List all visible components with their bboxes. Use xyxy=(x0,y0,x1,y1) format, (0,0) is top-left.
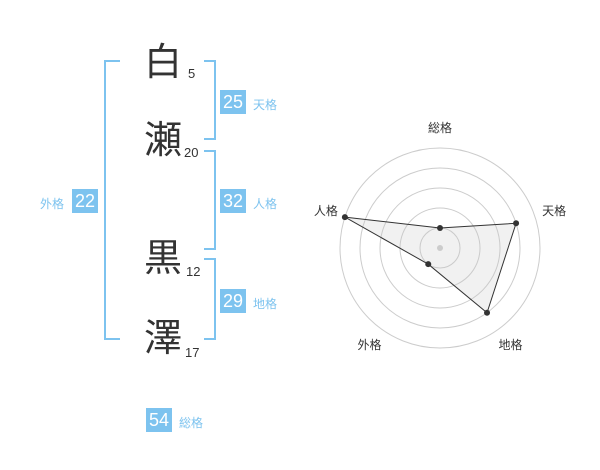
gaikaku-bracket xyxy=(104,60,120,340)
radar-center-dot xyxy=(437,245,443,251)
chikaku-bracket xyxy=(204,258,216,340)
jinkaku-label: 人格 xyxy=(253,197,278,211)
stroke-count-3: 12 xyxy=(186,264,201,279)
kanji-3: 黒 xyxy=(144,236,183,280)
jinkaku-value: 32 xyxy=(220,189,247,213)
gaikaku-value: 22 xyxy=(72,189,99,213)
radar-ring xyxy=(339,147,541,349)
radar-axis-label: 外格 xyxy=(357,337,381,352)
soukaku-value: 54 xyxy=(146,408,173,432)
jinkaku-bracket xyxy=(204,150,216,250)
radar-ring xyxy=(379,187,501,309)
radar-axis-label: 天格 xyxy=(542,203,566,218)
radar-ring xyxy=(359,167,521,329)
radar-point xyxy=(484,309,491,316)
radar-point xyxy=(341,214,348,221)
radar-axis-label: 総格 xyxy=(428,120,452,135)
radar-points xyxy=(341,214,520,316)
gaikaku-label: 外格 xyxy=(40,197,65,211)
radar-point xyxy=(425,261,432,268)
tenkaku-value: 25 xyxy=(220,90,247,114)
radar-axis-label: 人格 xyxy=(314,203,338,218)
tenkaku-label: 天格 xyxy=(253,98,278,112)
radar-grid xyxy=(339,147,541,349)
kanji-1: 白 xyxy=(144,40,183,84)
chikaku-value: 29 xyxy=(220,289,247,313)
stroke-count-2: 20 xyxy=(184,145,199,160)
soukaku-label: 総格 xyxy=(179,416,204,430)
radar-point xyxy=(437,225,443,231)
stroke-count-1: 5 xyxy=(188,66,196,81)
kanji-2: 瀬 xyxy=(144,118,183,162)
kanji-4: 澤 xyxy=(144,316,183,360)
chikaku-label: 地格 xyxy=(253,297,278,311)
stroke-count-4: 17 xyxy=(185,345,200,360)
radar-axis-label: 地格 xyxy=(499,337,523,352)
tenkaku-bracket xyxy=(204,60,216,140)
radar-point xyxy=(513,220,520,227)
